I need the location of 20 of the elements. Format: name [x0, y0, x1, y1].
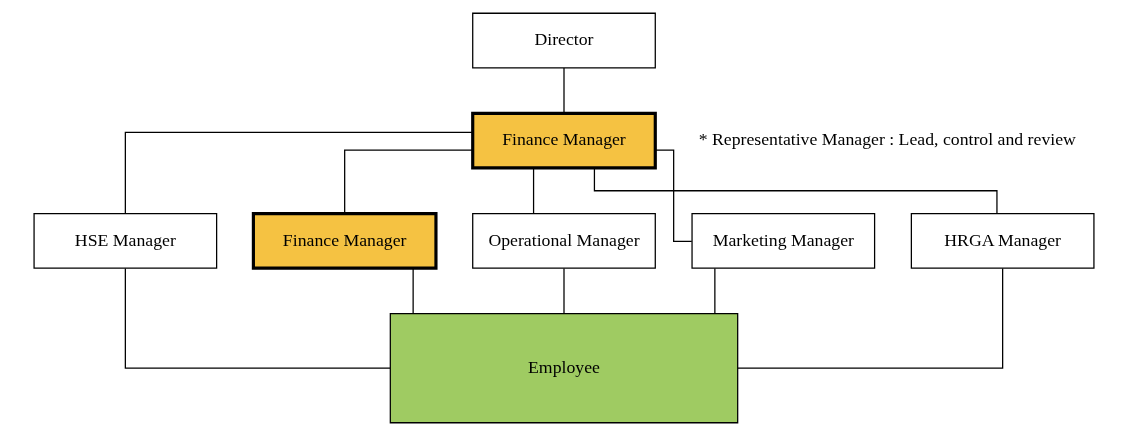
node-box: HRGA Manager [910, 212, 1095, 269]
connector [124, 131, 474, 215]
node-box: Finance Manager [471, 111, 657, 170]
node-box: Operational Manager [472, 212, 656, 269]
node-box: Employee [389, 313, 739, 424]
connector [563, 267, 565, 315]
connector [563, 67, 565, 114]
connector [654, 149, 693, 243]
node-label: * Representative Manager : Lead, control and review [698, 129, 1076, 150]
connector [593, 167, 998, 215]
connector [344, 149, 474, 214]
connector [737, 267, 1004, 369]
connector [124, 267, 391, 369]
node-box: Director [472, 12, 656, 69]
connector [412, 267, 414, 315]
connector [532, 167, 535, 215]
node-box: Marketing Manager [691, 212, 876, 269]
connector [714, 267, 716, 315]
node-box: HSE Manager [33, 212, 218, 269]
node-box: Finance Manager [251, 211, 438, 270]
